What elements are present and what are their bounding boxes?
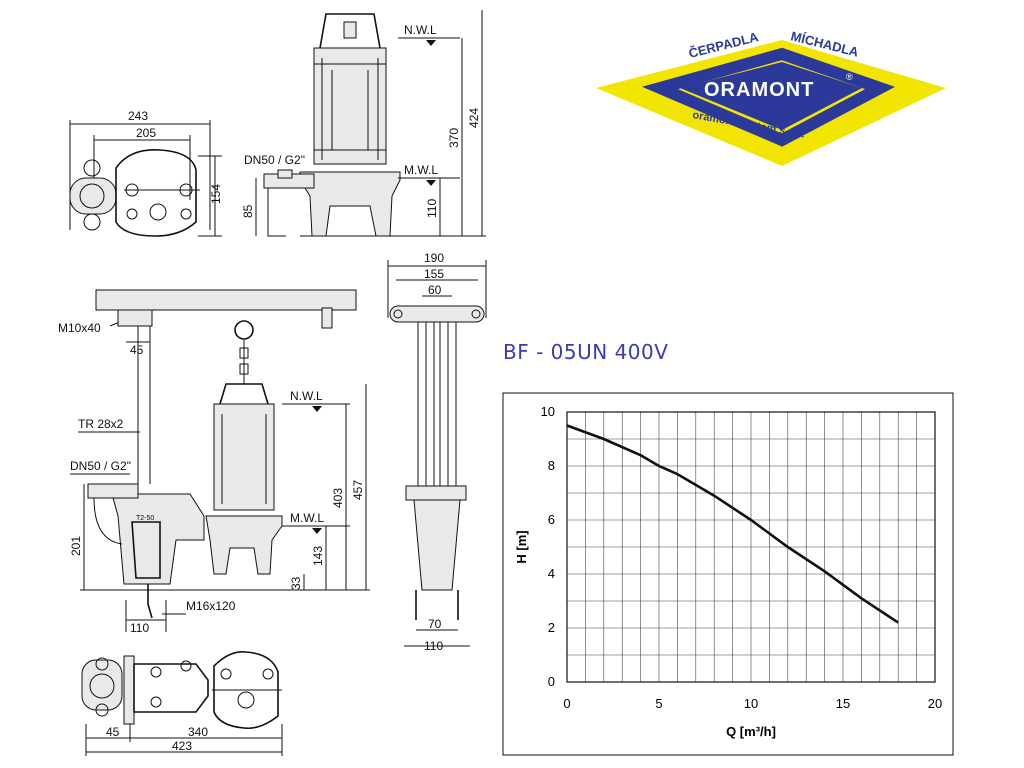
x-tick-label: 10	[744, 696, 758, 711]
chart-ticks: 0 5 10 15 20 0 2 4 6 8 10	[541, 404, 943, 711]
plan-view: 45 340 423	[81, 650, 283, 756]
dim-45-install: 45	[130, 343, 144, 357]
dim-110-front: 110	[424, 639, 443, 653]
y-tick-label: 2	[548, 620, 555, 635]
dim-154: 154	[209, 184, 223, 204]
front-view: 190 155 60 70 110	[387, 251, 487, 653]
chart-frame	[502, 392, 954, 756]
chart-title: BF - 05UN 400V	[503, 340, 669, 364]
label-nwl-install: N.W.L	[290, 389, 323, 403]
y-tick-label: 10	[541, 404, 555, 419]
dim-33: 33	[289, 576, 303, 590]
dim-190: 190	[424, 251, 444, 265]
dim-110-side: 110	[425, 199, 439, 218]
dim-201: 201	[69, 536, 83, 556]
dim-403: 403	[331, 488, 345, 508]
y-tick-label: 6	[548, 512, 555, 527]
x-axis-label: Q [m³/h]	[726, 724, 776, 739]
label-nwl: N.W.L	[404, 23, 437, 37]
y-tick-label: 0	[548, 674, 555, 689]
logo-registered: ®	[846, 72, 853, 82]
label-m16x120: M16x120	[186, 599, 236, 613]
dim-340: 340	[188, 725, 208, 739]
x-tick-label: 5	[655, 696, 662, 711]
y-tick-label: 4	[548, 566, 555, 581]
top-view: 243 205 154	[69, 109, 223, 237]
x-tick-label: 15	[836, 696, 850, 711]
chart-grid	[566, 411, 936, 683]
label-dn50-install: DN50 / G2"	[70, 459, 131, 473]
label-mwl-install: M.W.L	[290, 511, 324, 525]
dim-457: 457	[351, 480, 365, 500]
dim-70: 70	[428, 617, 442, 631]
dim-205: 205	[136, 126, 156, 140]
side-view: N.W.L M.W.L DN50 / G2" 370 424 85 110	[241, 10, 486, 237]
install-view: M10x40 45 TR 28x2 T2-50 DN50 / G2" M16x1…	[58, 289, 370, 635]
label-m10x40: M10x40	[58, 321, 101, 335]
label-tr28x2: TR 28x2	[78, 417, 124, 431]
dim-370: 370	[447, 128, 461, 148]
plot-area	[566, 411, 936, 683]
dim-424: 424	[467, 108, 481, 128]
series-points	[566, 425, 899, 623]
dim-85: 85	[241, 204, 255, 218]
x-tick-label: 20	[928, 696, 942, 711]
x-tick-label: 0	[563, 696, 570, 711]
y-axis-label: H [m]	[514, 530, 529, 563]
dim-45-plan: 45	[106, 725, 120, 739]
label-t2-50: T2-50	[136, 515, 154, 522]
logo-brand: ORAMONT	[704, 79, 814, 101]
label-dn50: DN50 / G2"	[244, 153, 305, 167]
dim-423: 423	[172, 739, 192, 753]
dim-110-install: 110	[130, 621, 149, 635]
dim-60: 60	[428, 283, 442, 297]
dim-155: 155	[424, 267, 444, 281]
y-tick-label: 8	[548, 458, 555, 473]
logo-ring	[641, 47, 895, 147]
dim-143: 143	[311, 546, 325, 566]
label-mwl: M.W.L	[404, 163, 438, 177]
dim-243: 243	[128, 109, 148, 123]
